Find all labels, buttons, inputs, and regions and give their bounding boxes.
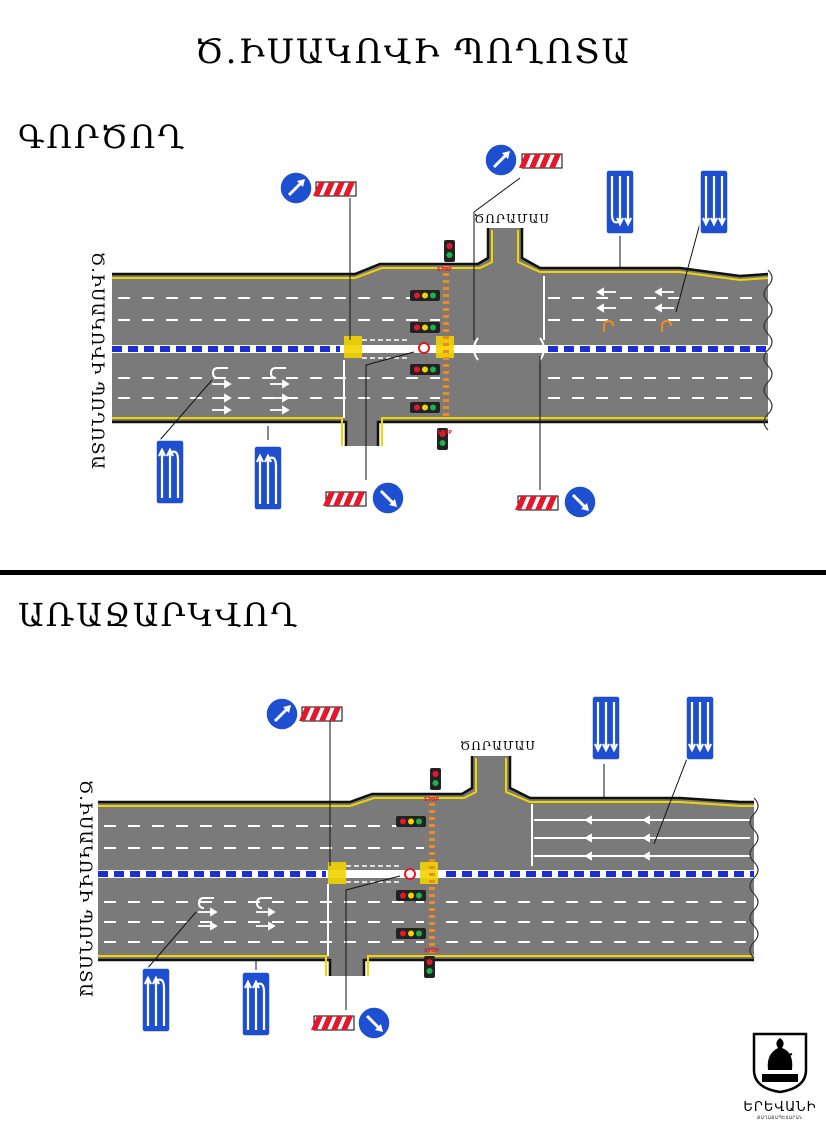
road-barrier-icon xyxy=(518,153,563,169)
uturn-arrows-white xyxy=(211,367,286,379)
section-label-proposed: ԱՌԱՋԱՐԿՎՈՂ xyxy=(18,596,299,634)
road-barrier-icon xyxy=(322,491,367,507)
proposed-intersection-plan: STOP STOP ԾՈՐԱՄԱՍ Ծ.ԻՍԱԿՈՎԻ ՊՈՂՈՏԱ xyxy=(75,694,759,1040)
road-barrier-icon xyxy=(299,706,343,722)
traffic-light-icon xyxy=(444,240,455,262)
road-barrier-icon xyxy=(514,495,559,511)
traffic-light-icon xyxy=(396,816,426,827)
keep-right-sign-icon xyxy=(370,480,406,516)
keep-right-sign-icon xyxy=(562,484,598,520)
stop-marking: STOP xyxy=(437,430,452,436)
lane-direction-sign-icon xyxy=(252,444,284,512)
section-divider xyxy=(0,570,826,575)
lane-direction-sign-icon xyxy=(684,694,716,762)
lane-direction-sign-icon xyxy=(154,438,186,506)
traffic-light-icon xyxy=(396,928,426,939)
stop-marking: STOP xyxy=(424,948,439,954)
traffic-light-icon xyxy=(410,402,440,413)
road-barrier-icon xyxy=(311,1015,355,1031)
keep-right-sign-icon xyxy=(357,1006,391,1040)
break-line xyxy=(763,269,773,431)
median-divider xyxy=(98,862,754,884)
yerevan-logo: ԵՐԵՎԱՆԻ ՔԱՂԱՔԱՊԵՏԱՐԱՆ xyxy=(738,1030,822,1120)
main-street-label: Ծ.ԻՍԱԿՈՎԻ ՊՈՂՈՏԱ xyxy=(87,252,107,470)
lane-direction-sign-icon xyxy=(698,168,730,236)
keep-right-sign-icon xyxy=(265,697,299,731)
cross-street-label: ԾՈՐԱՄԱՍ xyxy=(460,739,536,753)
road-barrier-icon xyxy=(312,181,357,197)
no-entry-icon xyxy=(404,868,416,880)
lane-arrows xyxy=(212,287,674,415)
section-label-existing: ԳՈՐԾՈՂ xyxy=(18,118,187,156)
no-entry-icon xyxy=(418,342,430,354)
leader-lines xyxy=(159,177,703,490)
lane-direction-sign-icon xyxy=(590,694,622,762)
cross-street-label: ԾՈՐԱՄԱՍ xyxy=(474,212,550,226)
traffic-light-icon xyxy=(424,956,435,978)
median-divider xyxy=(112,336,768,361)
lane-direction-sign-icon xyxy=(604,168,636,236)
existing-intersection-plan: STOP STOP ԾՈՐԱՄԱՍ Ծ.ԻՍԱԿՈՎԻ ՊՈՂՈՏԱ xyxy=(87,142,773,520)
logo-subtext: ՔԱՂԱՔԱՊԵՏԱՐԱՆ xyxy=(757,1115,803,1120)
lane-arrows xyxy=(198,815,662,931)
lane-direction-sign-icon xyxy=(141,967,171,1033)
logo-text: ԵՐԵՎԱՆԻ xyxy=(743,1100,817,1115)
traffic-light-icon xyxy=(410,364,440,375)
stop-lines xyxy=(343,276,545,418)
traffic-light-icon xyxy=(410,322,440,333)
coat-of-arms-icon xyxy=(752,1032,808,1094)
stop-marking: STOP xyxy=(437,267,452,273)
lane-markings xyxy=(118,297,762,399)
lane-markings-solid xyxy=(327,804,750,956)
lane-direction-sign-icon xyxy=(241,971,271,1037)
stop-marking: STOP xyxy=(424,797,439,803)
traffic-light-icon xyxy=(396,890,426,901)
uturn-arrows xyxy=(603,319,672,332)
page-title: Ծ.ԻՍԱԿՈՎԻ ՊՈՂՈՏԱ xyxy=(194,32,632,72)
uturn-arrows-white xyxy=(197,897,272,909)
traffic-light-icon xyxy=(410,290,440,301)
break-line xyxy=(749,797,759,959)
keep-right-sign-icon xyxy=(278,170,314,206)
lane-markings xyxy=(104,825,748,943)
main-street-label: Ծ.ԻՍԱԿՈՎԻ ՊՈՂՈՏԱ xyxy=(75,780,95,998)
keep-right-sign-icon xyxy=(483,142,519,178)
leader-lines xyxy=(145,720,689,1010)
